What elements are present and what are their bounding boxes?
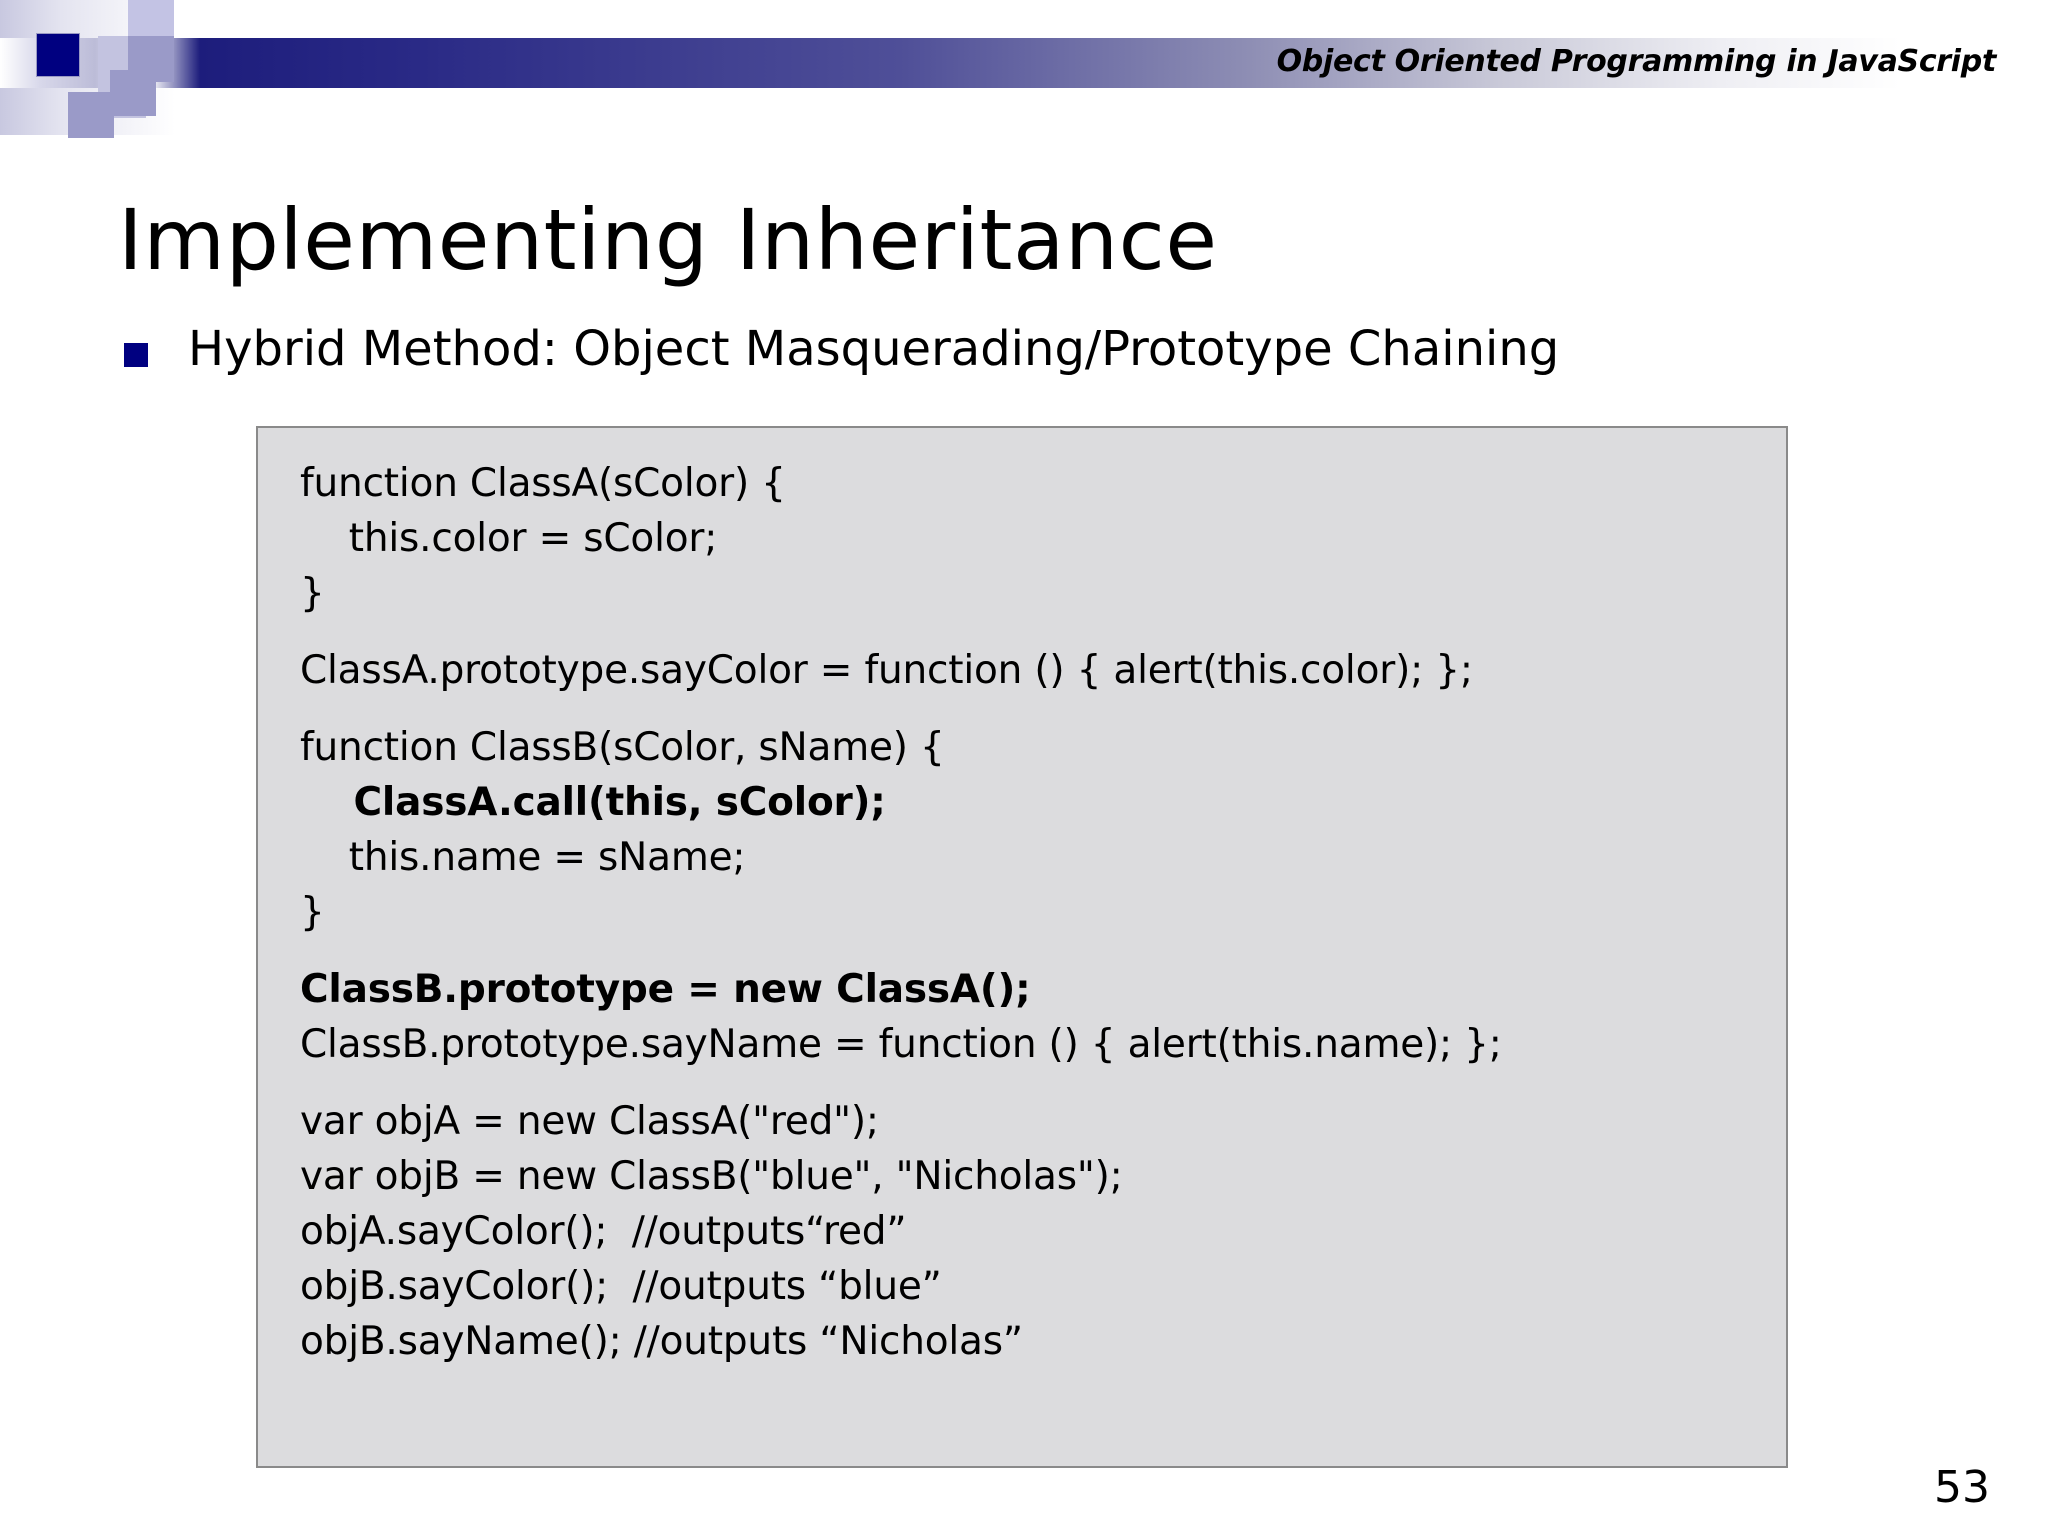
code-line: }: [300, 890, 325, 935]
page-title: Implementing Inheritance: [118, 191, 1218, 290]
code-group: function ClassB(sColor, sName) { ClassA.…: [300, 720, 1776, 940]
code-line: function ClassB(sColor, sName) {: [300, 725, 945, 770]
code-line: objB.sayColor(); //outputs “blue”: [300, 1264, 942, 1309]
decorative-square-periwinkle-bottom: [68, 92, 114, 138]
code-line: this.color = sColor;: [300, 516, 718, 561]
code-line: ClassB.prototype = new ClassA();: [300, 967, 1031, 1012]
code-block: function ClassA(sColor) { this.color = s…: [256, 426, 1788, 1468]
code-line: ClassB.prototype.sayName = function () {…: [300, 1022, 1502, 1067]
code-line: objB.sayName(); //outputs “Nicholas”: [300, 1319, 1023, 1364]
code-block-content: function ClassA(sColor) { this.color = s…: [300, 456, 1776, 1369]
header-title: Object Oriented Programming in JavaScrip…: [1276, 44, 1997, 79]
code-line: var objB = new ClassB("blue", "Nicholas"…: [300, 1154, 1123, 1199]
code-group: var objA = new ClassA("red"); var objB = …: [300, 1094, 1776, 1369]
code-line: var objA = new ClassA("red");: [300, 1099, 879, 1144]
decorative-square-navy: [36, 33, 80, 77]
square-bullet-icon: [124, 343, 148, 367]
code-group: function ClassA(sColor) { this.color = s…: [300, 456, 1776, 621]
bullet-item: Hybrid Method: Object Masquerading/Proto…: [124, 318, 1559, 380]
code-line: ClassA.prototype.sayColor = function () …: [300, 648, 1473, 693]
bullet-item-label: Hybrid Method: Object Masquerading/Proto…: [188, 321, 1560, 377]
code-line: this.name = sName;: [300, 835, 746, 880]
code-line: ClassA.call(this, sColor);: [300, 780, 886, 825]
page-number: 53: [1934, 1462, 1990, 1513]
header-gradient-band: [0, 38, 2048, 88]
code-group: ClassA.prototype.sayColor = function () …: [300, 643, 1776, 698]
code-line: objA.sayColor(); //outputs“red”: [300, 1209, 907, 1254]
code-line: function ClassA(sColor) {: [300, 461, 786, 506]
code-line: }: [300, 571, 325, 616]
code-group: ClassB.prototype = new ClassA(); ClassB.p…: [300, 962, 1776, 1072]
decorative-square-periwinkle-mid: [110, 70, 156, 116]
